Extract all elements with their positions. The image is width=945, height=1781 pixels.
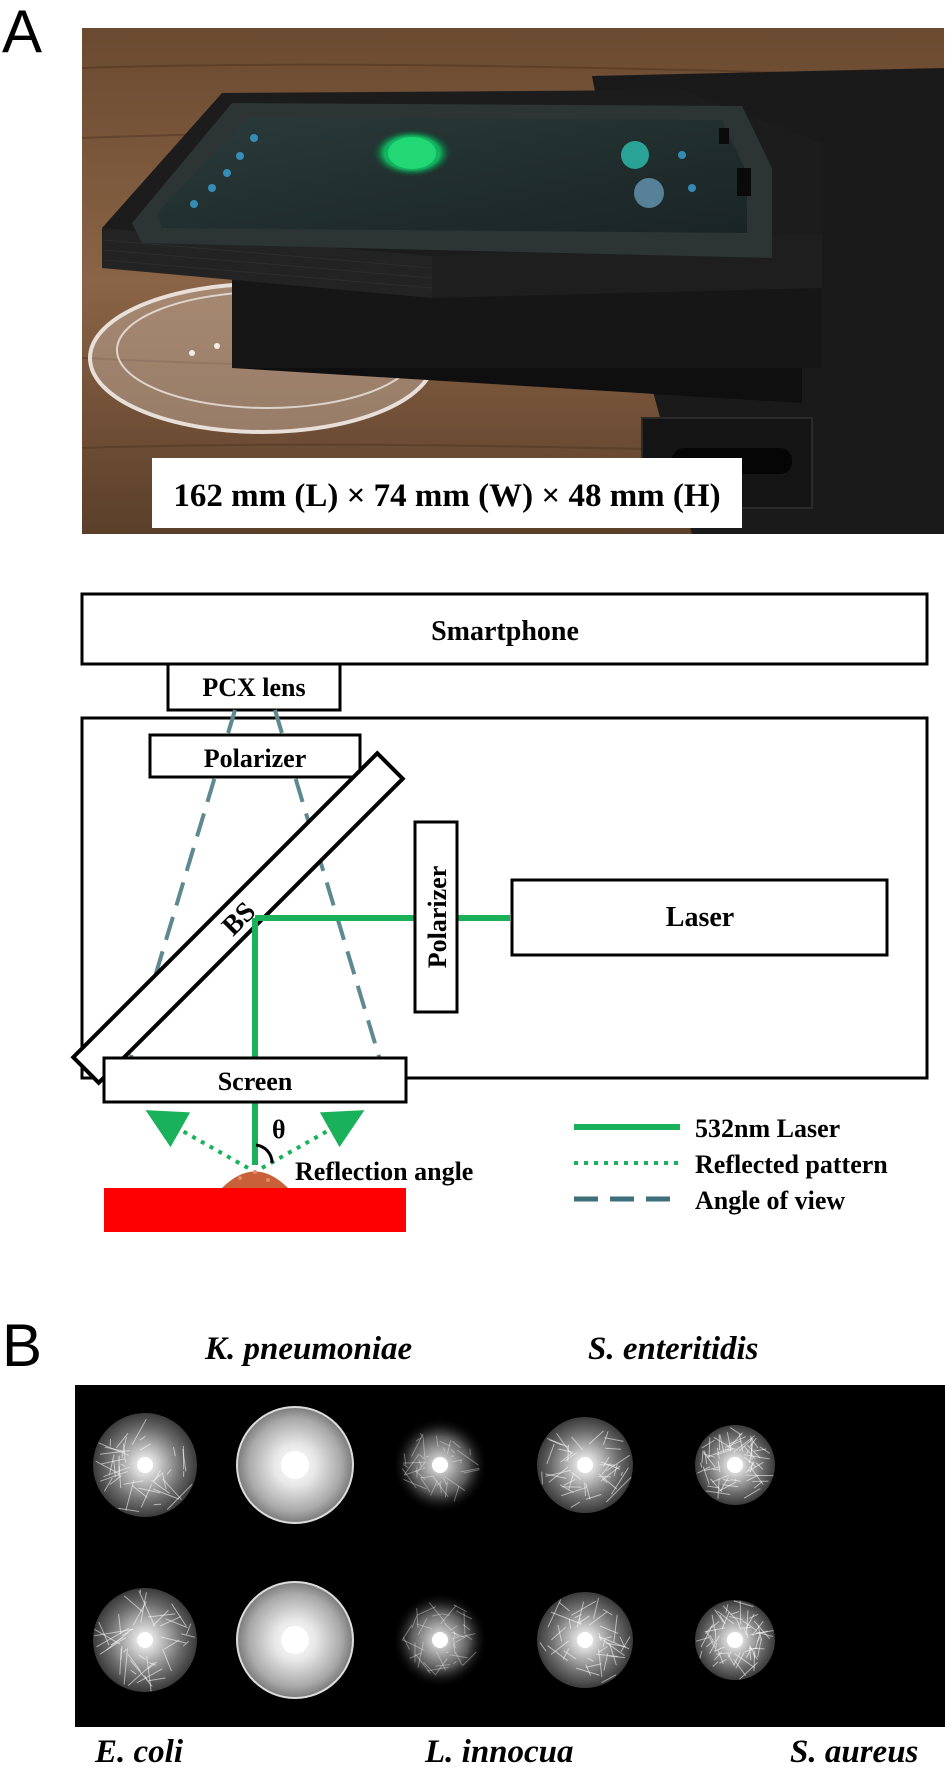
polarizer-top-box (148, 733, 362, 779)
label-s-enteritidis: S. enteritidis (588, 1331, 759, 1367)
legend-label-reflected: Reflected pattern (695, 1150, 888, 1179)
theta-symbol: θ (272, 1115, 286, 1144)
reflected-pattern-arrows (145, 1110, 365, 1170)
screen-box (102, 1056, 408, 1104)
scatter-pattern (537, 1417, 633, 1513)
dimensions-caption: 162 mm (L) × 74 mm (W) × 48 mm (H) (173, 478, 720, 514)
label-l-innocua: L. innocua (425, 1734, 574, 1770)
label-s-aureus: S. aureus (790, 1734, 919, 1770)
reflection-angle-arc (255, 1143, 274, 1164)
laser-beam-path (252, 915, 510, 1165)
smartphone-box (80, 592, 929, 666)
pcx-lens-label: PCX lens (202, 673, 305, 702)
legend-label-laser: 532nm Laser (695, 1114, 840, 1143)
scatter-pattern (695, 1425, 775, 1505)
polarizer-top-label: Polarizer (204, 744, 307, 773)
pattern-background (75, 1385, 945, 1727)
optical-schematic: Smartphone PCX lens Polarizer BS Polariz… (70, 592, 929, 1232)
polarizer-vertical-box (413, 820, 459, 1014)
bacterial-colony (222, 1171, 288, 1188)
pattern-grid (93, 1406, 775, 1699)
scatter-pattern (236, 1406, 354, 1524)
housing-outline (80, 716, 929, 1080)
polarizer-vertical-label: Polarizer (423, 866, 452, 969)
reflection-angle-label: Reflection angle (295, 1157, 473, 1186)
legend: 532nm Laser Reflected pattern Angle of v… (574, 1114, 888, 1215)
legend-label-view: Angle of view (695, 1186, 845, 1215)
screen-label: Screen (218, 1067, 293, 1096)
scatter-pattern (93, 1588, 197, 1692)
device-photo: 162 mm (L) × 74 mm (W) × 48 mm (H) (82, 28, 944, 534)
scatter-pattern (392, 1417, 488, 1513)
scatter-pattern (93, 1413, 197, 1517)
scatter-pattern (236, 1581, 354, 1699)
panel-label-b: B (2, 1312, 43, 1379)
sample-stage (104, 1188, 406, 1232)
smartphone-label: Smartphone (431, 616, 579, 647)
label-k-pneumoniae: K. pneumoniae (205, 1331, 413, 1367)
dimensions-caption-box (152, 458, 742, 528)
scatter-pattern (392, 1592, 488, 1688)
scatter-pattern (695, 1600, 775, 1680)
pcx-lens-box (166, 662, 342, 712)
laser-box (510, 878, 889, 957)
scatter-pattern (537, 1592, 633, 1688)
label-e-coli: E. coli (95, 1734, 183, 1770)
panel-label-a: A (2, 0, 43, 65)
laser-label: Laser (666, 902, 734, 933)
scatter-pattern-panel (75, 1385, 945, 1727)
